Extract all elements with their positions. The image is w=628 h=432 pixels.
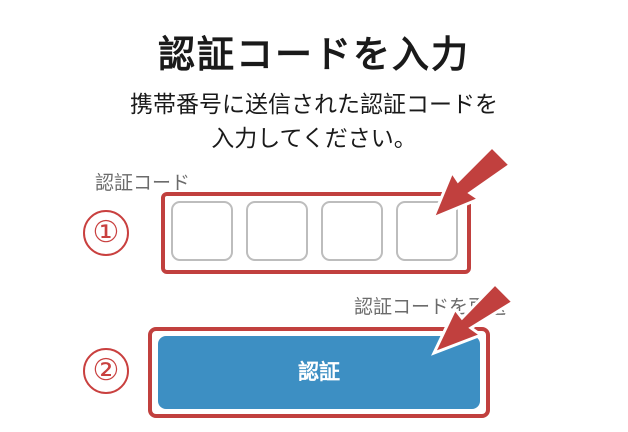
code-digit-input-4[interactable]: [396, 201, 458, 261]
code-digit-input-2[interactable]: [246, 201, 308, 261]
page-title: 認証コードを入力: [158, 33, 470, 76]
verify-button[interactable]: 認証: [158, 336, 480, 409]
code-input-highlight: [161, 192, 471, 274]
step-2-marker: ②: [83, 348, 129, 394]
verify-button-highlight: [148, 327, 490, 418]
resend-code-link[interactable]: 認証コードを再送: [354, 296, 507, 318]
instruction-line-2: 入力してください。: [211, 126, 417, 152]
code-input-group: [171, 201, 458, 261]
instruction-text: 携帯番号に送信された認証コードを 入力してください。: [0, 88, 628, 156]
step-1-marker: ①: [83, 210, 129, 256]
code-digit-input-3[interactable]: [321, 201, 383, 261]
code-digit-input-1[interactable]: [171, 201, 233, 261]
code-field-label: 認証コード: [95, 172, 191, 194]
instruction-line-1: 携帯番号に送信された認証コードを: [130, 92, 498, 118]
